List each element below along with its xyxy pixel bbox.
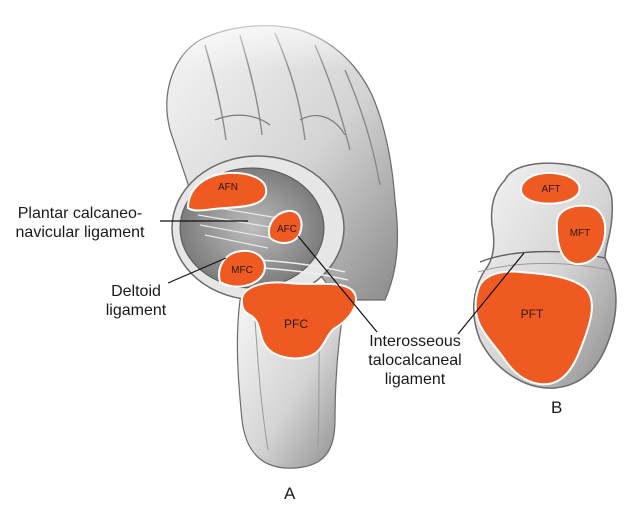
facet-mft-label: MFT bbox=[570, 228, 591, 239]
label-interosseous-line1: Interosseous bbox=[369, 333, 461, 350]
facet-pft-label: PFT bbox=[521, 307, 544, 321]
label-interosseous-line2: talocalcaneal bbox=[368, 352, 462, 369]
label-deltoid-line1: Deltoid bbox=[111, 283, 161, 300]
facet-afn-label: AFN bbox=[218, 182, 238, 193]
leader-lines bbox=[160, 220, 525, 335]
label-deltoid-line2: ligament bbox=[105, 302, 167, 319]
facet-pfc-label: PFC bbox=[284, 317, 308, 331]
facet-pfc: PFC bbox=[240, 281, 357, 360]
facet-aft-label: AFT bbox=[542, 184, 561, 195]
label-plantar-line2: navicular ligament bbox=[15, 224, 145, 241]
leader-deltoid bbox=[167, 257, 227, 284]
panel-label-b: B bbox=[551, 398, 563, 417]
facet-mfc-label: MFC bbox=[231, 265, 253, 276]
leader-interosseous-a bbox=[297, 235, 378, 333]
leader-interosseous-b bbox=[457, 252, 525, 335]
facet-mfc: MFC bbox=[218, 249, 266, 288]
label-interosseous-ligament: Interosseous talocalcaneal ligament bbox=[360, 332, 470, 389]
facet-aft: AFT bbox=[520, 171, 581, 205]
label-plantar-ligament: Plantar calcaneo- navicular ligament bbox=[0, 204, 160, 242]
facet-mft: MFT bbox=[555, 204, 607, 266]
facet-afc: AFC bbox=[268, 209, 303, 245]
facet-afn: AFN bbox=[186, 171, 268, 212]
panel-label-a: A bbox=[284, 484, 296, 503]
label-plantar-line1: Plantar calcaneo- bbox=[17, 205, 143, 222]
facet-pft: PFT bbox=[474, 270, 593, 386]
facet-afc-label: AFC bbox=[277, 224, 297, 235]
label-interosseous-line3: ligament bbox=[384, 371, 446, 388]
label-deltoid-ligament: Deltoid ligament bbox=[96, 282, 176, 320]
